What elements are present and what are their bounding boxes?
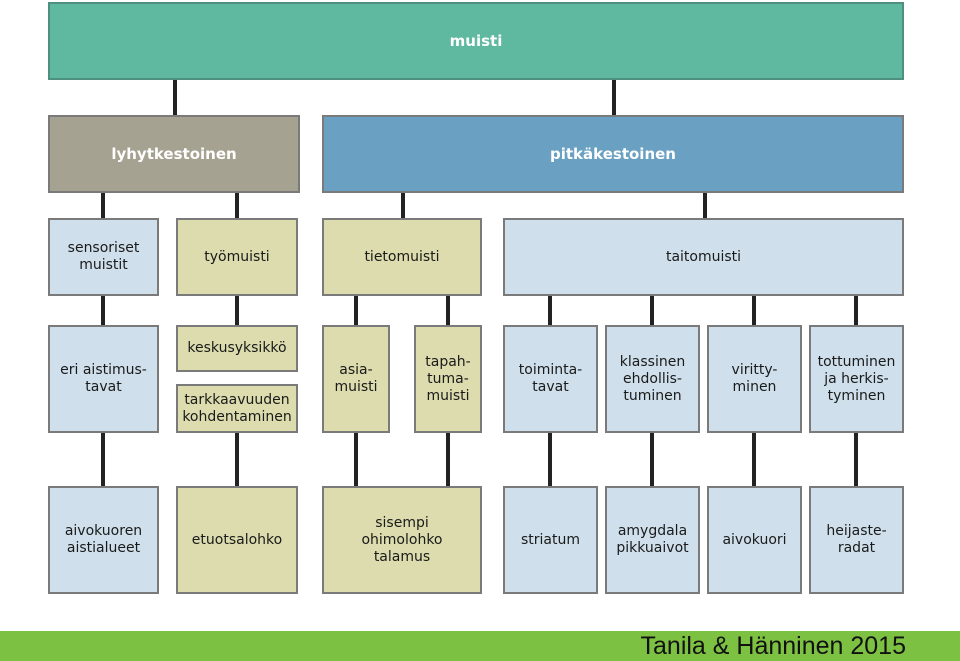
footer-bar: Tanila & Hänninen 2015 xyxy=(0,631,960,661)
node-semantic-memory: asia- muisti xyxy=(322,325,390,433)
node-working-memory: työmuisti xyxy=(176,218,298,296)
node-striatum: striatum xyxy=(503,486,598,594)
node-amygdala-cerebellum: amygdala pikkuaivot xyxy=(605,486,700,594)
node-reflex-pathways: heijaste- radat xyxy=(809,486,904,594)
node-procedural-memory: taitomuisti xyxy=(503,218,904,296)
node-long-term: pitkäkestoinen xyxy=(322,115,904,193)
node-priming: viritty- minen xyxy=(707,325,802,433)
node-memory: muisti xyxy=(48,2,904,80)
node-short-term: lyhytkestoinen xyxy=(48,115,300,193)
node-habituation-sensitization: tottuminen ja herkis- tyminen xyxy=(809,325,904,433)
node-procedures: toiminta- tavat xyxy=(503,325,598,433)
node-classical-conditioning: klassinen ehdollis- tuminen xyxy=(605,325,700,433)
node-declarative-memory: tietomuisti xyxy=(322,218,482,296)
node-attention-focus: tarkkaavuuden kohdentaminen xyxy=(176,384,298,433)
node-cortex: aivokuori xyxy=(707,486,802,594)
node-sensory-modalities: eri aistimus- tavat xyxy=(48,325,159,433)
node-sensory-cortex: aivokuoren aistialueet xyxy=(48,486,159,594)
node-medial-temporal-thalamus: sisempi ohimolohko talamus xyxy=(322,486,482,594)
node-central-executive: keskusyksikkö xyxy=(176,325,298,372)
node-sensory-memory: sensoriset muistit xyxy=(48,218,159,296)
source-credit: Tanila & Hänninen 2015 xyxy=(640,632,906,660)
node-episodic-memory: tapah- tuma- muisti xyxy=(414,325,482,433)
node-prefrontal-lobe: etuotsalohko xyxy=(176,486,298,594)
